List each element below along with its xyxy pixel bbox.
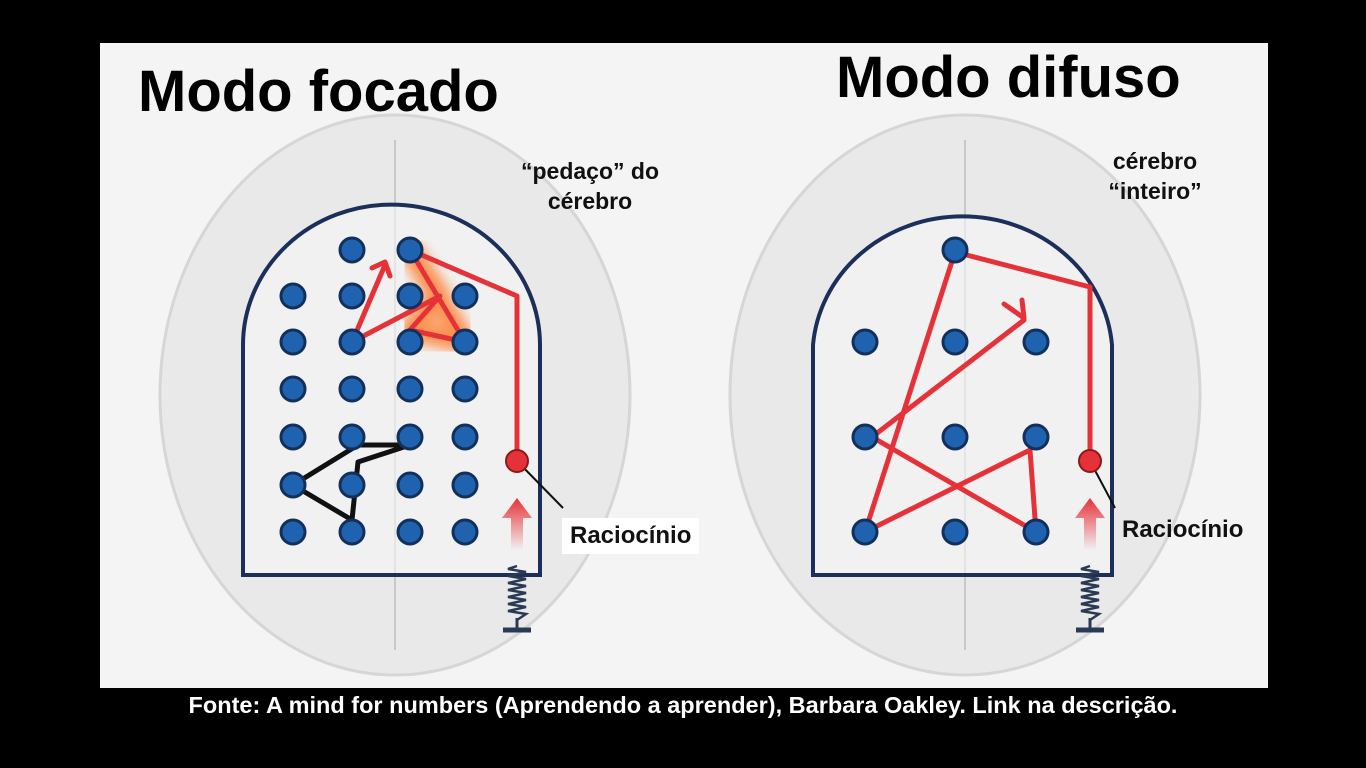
title-focused-mode: Modo focado xyxy=(138,59,499,124)
neuron-node xyxy=(1022,423,1050,451)
note-right-line1: cérebro xyxy=(1112,148,1198,174)
neuron-node xyxy=(279,375,307,403)
neuron-node xyxy=(451,518,479,546)
neuron-node xyxy=(279,518,307,546)
reasoning-label-right: Raciocínio xyxy=(1122,516,1244,543)
neuron-node xyxy=(396,236,424,264)
note-right: cérebro “inteiro” xyxy=(1080,146,1230,206)
note-left-line1: “pedaço” do xyxy=(520,158,659,184)
neuron-node xyxy=(1022,518,1050,546)
arrowhead-left xyxy=(369,259,393,279)
reasoning-node xyxy=(505,449,529,473)
frame-right xyxy=(811,214,1114,577)
practiced-pattern-path xyxy=(290,442,413,523)
neuron-node xyxy=(396,471,424,499)
neuron-node xyxy=(941,328,969,356)
neuron-node xyxy=(396,518,424,546)
neuron-node xyxy=(851,423,879,451)
neuron-node xyxy=(451,423,479,451)
neuron-node xyxy=(851,328,879,356)
neuron-node xyxy=(851,518,879,546)
focused-thought-path xyxy=(349,247,520,464)
neuron-node xyxy=(941,236,969,264)
neuron-node xyxy=(451,375,479,403)
reasoning-label-left: Raciocínio xyxy=(562,518,700,554)
neuron-node xyxy=(279,328,307,356)
push-arrow-icon xyxy=(502,498,532,550)
arrowhead-right xyxy=(1001,297,1027,321)
neuron-node xyxy=(338,375,366,403)
spring-icon xyxy=(1080,564,1103,622)
neuron-node xyxy=(396,282,424,310)
neuron-node xyxy=(451,328,479,356)
neuron-node xyxy=(279,471,307,499)
neuron-node xyxy=(279,282,307,310)
neuron-node xyxy=(279,423,307,451)
neuron-node xyxy=(338,518,366,546)
neuron-node xyxy=(338,282,366,310)
neuron-node xyxy=(338,423,366,451)
neuron-node xyxy=(338,328,366,356)
reasoning-node xyxy=(1078,449,1102,473)
neuron-node xyxy=(396,328,424,356)
neuron-node xyxy=(396,423,424,451)
note-right-line2: “inteiro” xyxy=(1108,178,1202,204)
neuron-node xyxy=(451,282,479,310)
spring-icon xyxy=(507,564,530,622)
neuron-node xyxy=(451,471,479,499)
neuron-node xyxy=(396,375,424,403)
note-left: “pedaço” do cérebro xyxy=(500,156,680,216)
neuron-node xyxy=(338,471,366,499)
title-diffuse-mode: Modo difuso xyxy=(836,45,1181,110)
note-left-line2: cérebro xyxy=(547,188,633,214)
source-caption: Fonte: A mind for numbers (Aprendendo a … xyxy=(188,692,1178,718)
neuron-node xyxy=(941,423,969,451)
neuron-node xyxy=(1022,328,1050,356)
push-arrow-icon xyxy=(1075,498,1105,550)
neuron-node xyxy=(941,518,969,546)
neuron-node xyxy=(338,236,366,264)
diffuse-thought-path xyxy=(862,249,1093,535)
